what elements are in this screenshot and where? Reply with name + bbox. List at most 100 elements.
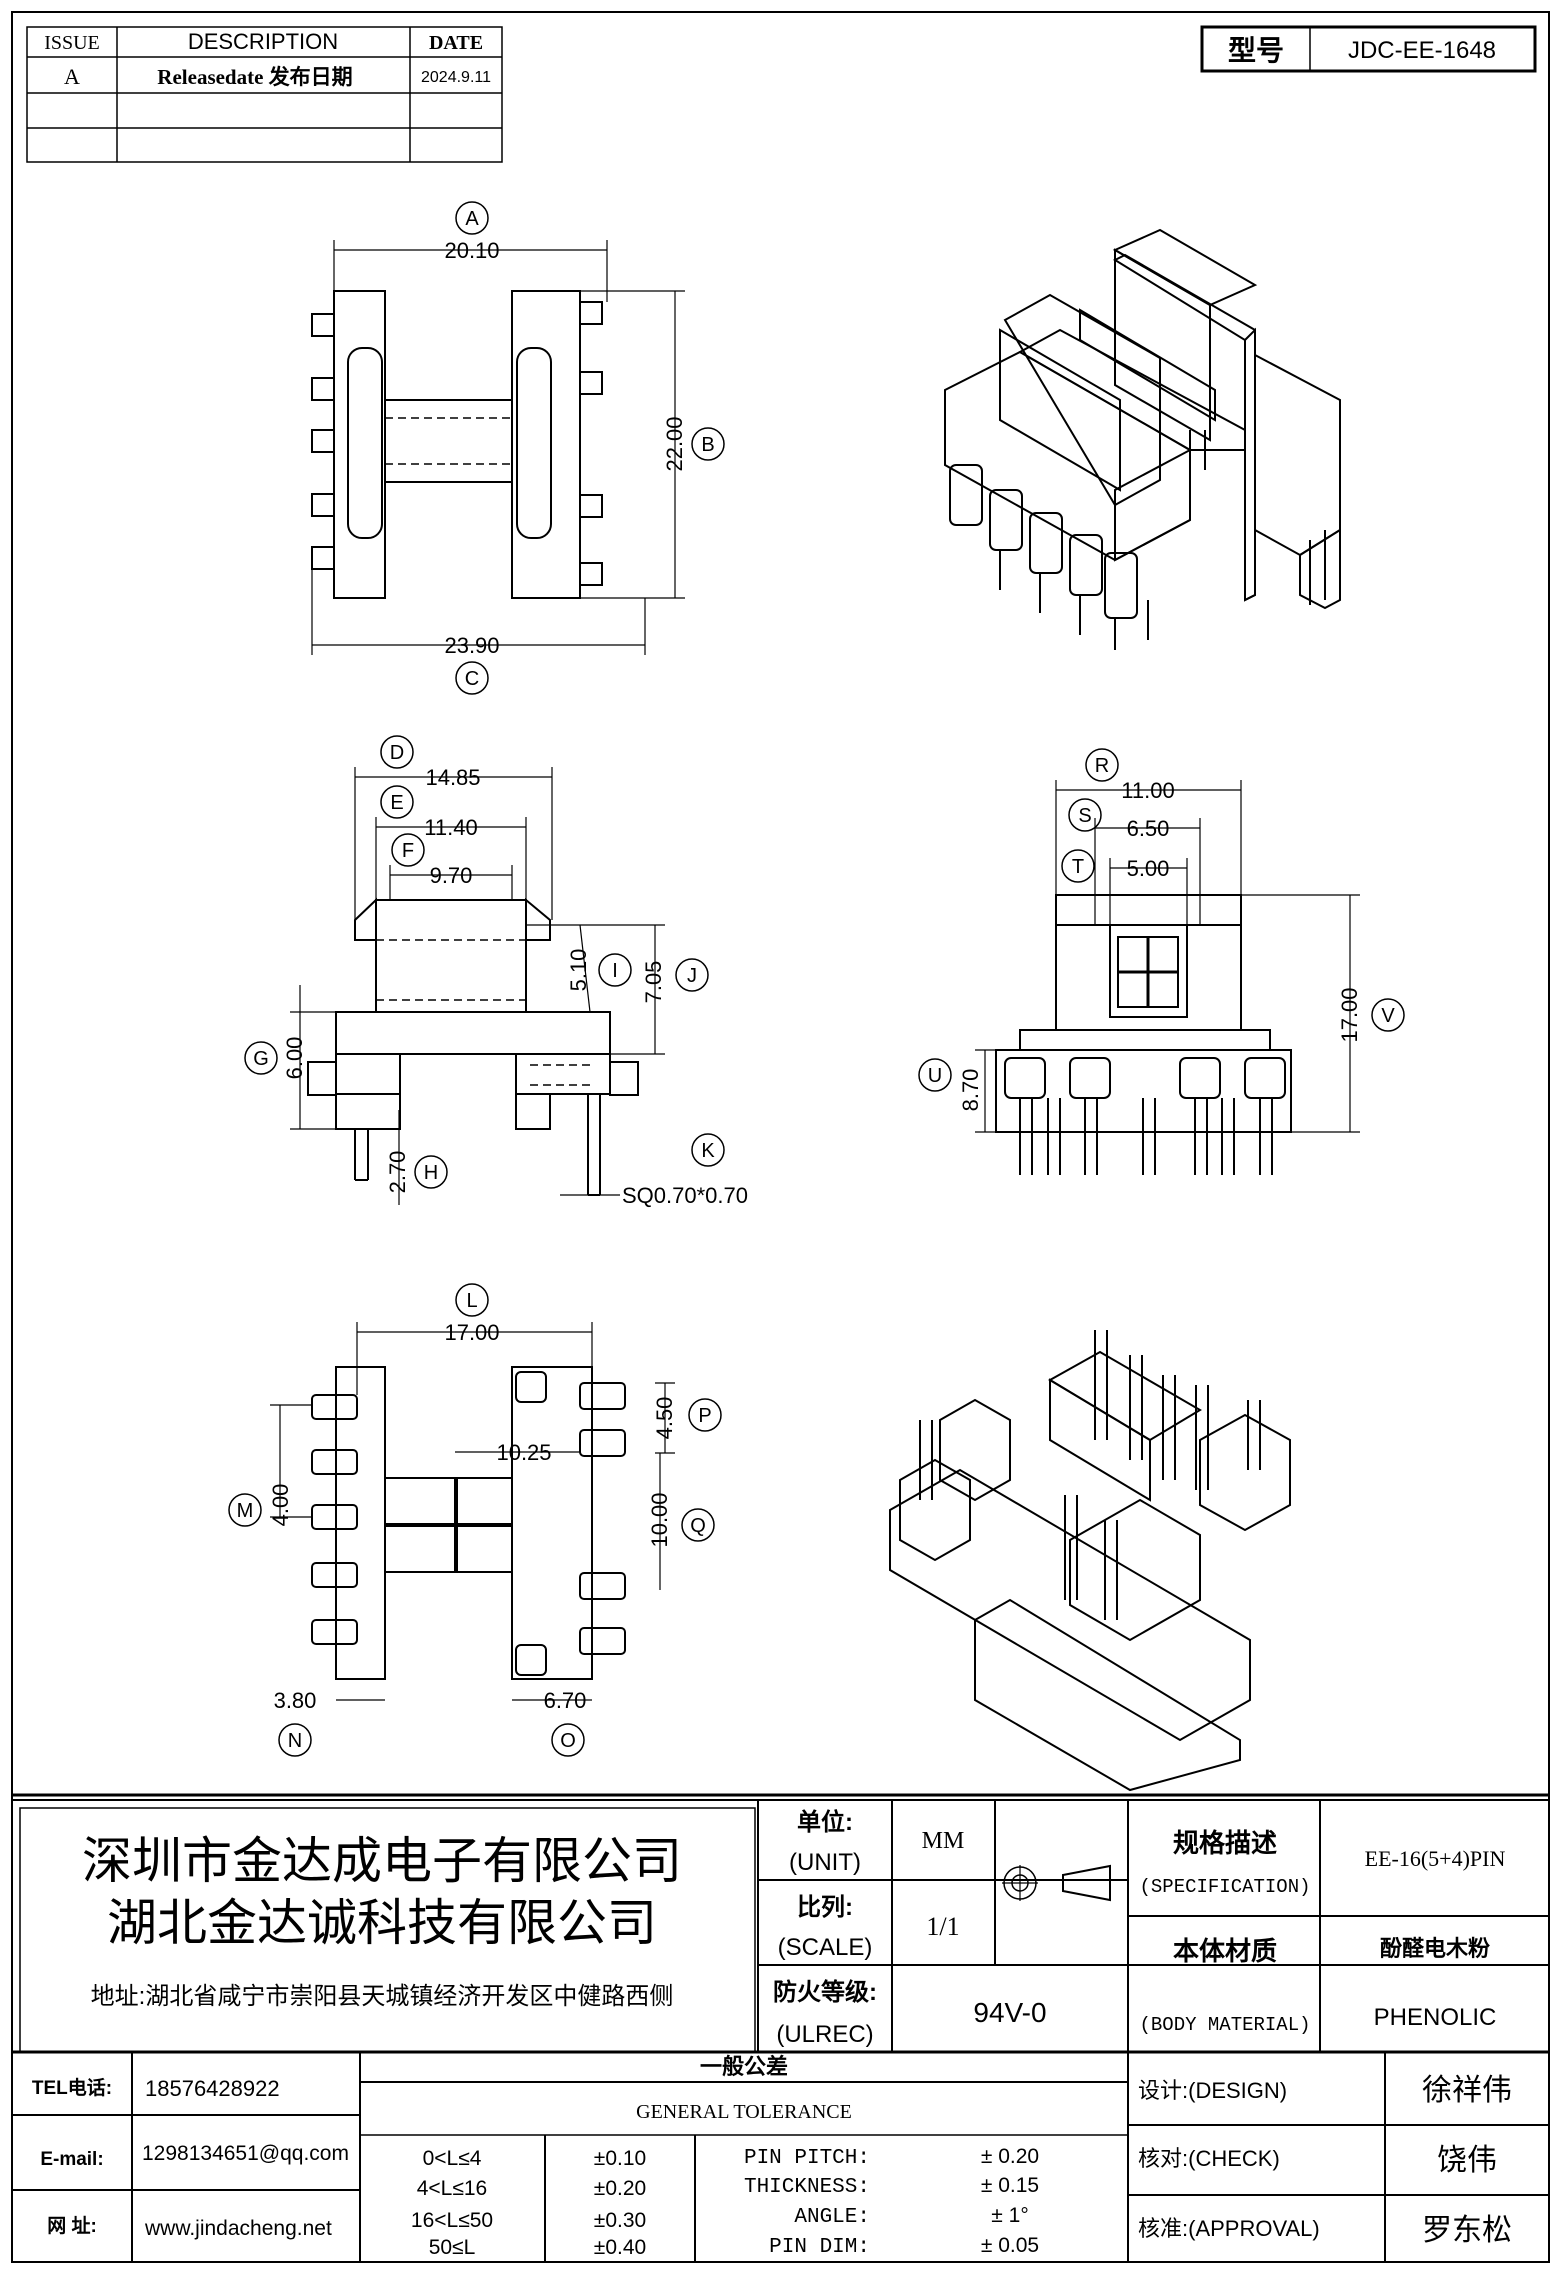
material-label: 本体材质 [1173,1936,1277,1966]
email-label: E-mail: [40,2149,103,2170]
svg-text:B: B [701,434,714,456]
dim-q: 10.00 [647,1492,672,1547]
pin-pitch-label: PIN PITCH: [744,2147,870,2170]
model-box [1200,25,1537,73]
rev-row-description: Releasedate 发布日期 [157,65,352,89]
check-label: 核对:(CHECK) [1138,2146,1280,2171]
unit-value: MM [922,1828,965,1854]
email-value: 1298134651@qq.com [142,2142,349,2165]
tolerance-title-en: GENERAL TOLERANCE [636,2101,852,2123]
web-value: www.jindacheng.net [144,2217,332,2240]
side-view-drawing [244,735,725,1205]
scale-label: 比列: [797,1894,853,1921]
company-name-1: 深圳市金达成电子有限公司 [82,1833,682,1889]
dim-h: 2.70 [385,1151,410,1194]
dim-t: 5.00 [1127,856,1170,881]
dim-s: 6.50 [1127,816,1170,841]
top-view-drawing [311,201,725,695]
dim-a: 20.10 [444,238,499,263]
thickness-value: ± 0.15 [981,2174,1039,2197]
svg-text:S: S [1078,805,1091,827]
tol-range-1: 0<L≤4 [423,2147,482,2170]
dim-u: 8.70 [958,1069,983,1112]
svg-text:A: A [465,208,479,230]
design-label: 设计:(DESIGN) [1138,2078,1287,2103]
pin-pitch-value: ± 0.20 [981,2145,1039,2168]
svg-text:I: I [612,960,618,982]
scale-value: 1/1 [926,1912,959,1941]
tolerance-title-cn: 一般公差 [700,2054,788,2079]
dim-b: 22.00 [662,416,687,471]
tol-range-3: 16<L≤50 [411,2209,493,2232]
tol-range-4: 50≤L [429,2236,476,2259]
dim-n: 3.80 [274,1688,317,1713]
svg-text:H: H [424,1162,438,1184]
dim-c: 23.90 [444,633,499,658]
unit-label: 单位: [797,1808,853,1836]
design-name: 徐祥伟 [1422,2074,1512,2107]
pin-dim-value: ± 0.05 [981,2234,1039,2257]
material-value-cn: 酚醛电木粉 [1380,1936,1490,1961]
svg-text:R: R [1095,755,1109,777]
thickness-label: THICKNESS: [744,2176,870,2199]
tol-value-2: ±0.20 [594,2177,646,2200]
dim-p: 4.50 [652,1397,677,1440]
svg-text:U: U [928,1065,942,1087]
spec-value: EE-16(5+4)PIN [1365,1846,1506,1871]
bottom-view-drawing [228,1283,722,1757]
isometric-view-bottom [889,1330,1291,1792]
spec-label-en: (SPECIFICATION) [1139,1876,1310,1898]
dim-o: 6.70 [544,1688,587,1713]
tol-value-1: ±0.10 [594,2147,646,2170]
material-value-en: PHENOLIC [1374,2004,1497,2031]
dim-v: 17.00 [1337,987,1362,1042]
svg-text:V: V [1381,1005,1395,1027]
spec-label: 规格描述 [1173,1828,1277,1858]
rev-row-issue: A [64,64,80,89]
dim-k: SQ0.70*0.70 [622,1183,748,1208]
scale-label-en: (SCALE) [778,1934,873,1961]
svg-text:N: N [288,1730,302,1752]
dim-i: 5.10 [566,949,591,992]
svg-text:J: J [687,965,697,987]
unit-label-en: (UNIT) [789,1849,861,1876]
angle-label: ANGLE: [794,2206,870,2229]
rev-header-description: DESCRIPTION [188,29,338,54]
sheet-border [11,11,1550,2263]
tol-value-4: ±0.40 [594,2236,646,2259]
revision-table [26,26,503,163]
approval-name: 罗东松 [1422,2214,1512,2247]
check-name: 饶伟 [1437,2144,1497,2177]
dim-l: 17.00 [444,1320,499,1345]
model-label: 型号 [1228,35,1284,66]
approval-label: 核准:(APPROVAL) [1138,2216,1320,2241]
svg-text:T: T [1072,856,1084,878]
pin-dim-label: PIN DIM: [769,2236,870,2259]
dim-g: 6.00 [282,1037,307,1080]
svg-text:P: P [698,1405,711,1427]
flame-value: 94V-0 [973,1997,1046,2028]
svg-text:D: D [390,742,404,764]
rev-header-date: DATE [429,32,483,54]
svg-text:O: O [560,1730,576,1752]
svg-text:M: M [237,1500,254,1522]
flame-label-en: (ULREC) [776,2021,873,2048]
svg-text:G: G [253,1048,269,1070]
dim-center: 10.25 [496,1440,551,1465]
model-value: JDC-EE-1648 [1348,37,1496,64]
svg-text:C: C [465,668,479,690]
material-label-en: (BODY MATERIAL) [1139,2014,1310,2036]
svg-text:K: K [701,1140,715,1162]
dim-m: 4.00 [268,1484,293,1527]
rev-row-date: 2024.9.11 [421,69,491,86]
front-view-drawing [918,748,1405,1175]
tel-value: 18576428922 [145,2076,280,2101]
tol-value-3: ±0.30 [594,2209,646,2232]
svg-text:F: F [402,840,414,862]
dim-e: 11.40 [424,815,477,840]
company-name-2: 湖北金达诚科技有限公司 [107,1895,657,1951]
rev-header-issue: ISSUE [44,32,100,54]
dim-r: 11.00 [1121,778,1174,803]
